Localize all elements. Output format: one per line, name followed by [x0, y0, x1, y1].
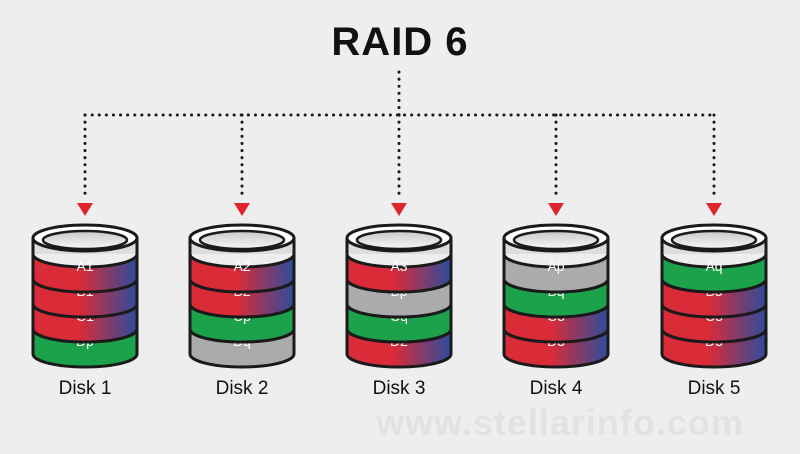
disks-group: DpC1B1A1 DqCpB2A2 D2CqBpA3 D3C3BqAp D3C3B3Aq [31, 223, 768, 369]
arrow-icon [548, 203, 564, 216]
disk-top-inner [41, 229, 129, 251]
block-label: A3 [390, 258, 407, 274]
page-title: RAID 6 [331, 20, 469, 64]
disk-top-inner [198, 229, 286, 251]
disk-block-data [188, 252, 296, 294]
block-label: Aq [705, 258, 722, 274]
watermark: www.stellarinfo.com [376, 402, 744, 443]
disk-5: D3C3B3Aq [660, 223, 768, 369]
block-label: A1 [76, 258, 93, 274]
arrow-icon [391, 203, 407, 216]
block-label: A2 [233, 258, 250, 274]
connector-lines [77, 70, 722, 216]
arrow-icon [234, 203, 250, 216]
disk-block-data [345, 252, 453, 294]
disk-block-parity-q [502, 252, 610, 294]
block-label: Ap [547, 258, 564, 274]
disk-label-5: Disk 5 [687, 378, 741, 399]
disk-label-1: Disk 1 [58, 378, 112, 399]
arrow-icon [706, 203, 722, 216]
disk-1: DpC1B1A1 [31, 223, 139, 369]
disk-label-3: Disk 3 [372, 378, 426, 399]
disk-label-4: Disk 4 [529, 378, 583, 399]
disk-label-2: Disk 2 [215, 378, 269, 399]
disk-top-inner [670, 229, 758, 251]
disk-block-data [31, 252, 139, 294]
disk-top-inner [355, 229, 443, 251]
disk-block-parity-p [660, 252, 768, 294]
disk-3: D2CqBpA3 [345, 223, 453, 369]
disk-2: DqCpB2A2 [188, 223, 296, 369]
disk-4: D3C3BqAp [502, 223, 610, 369]
arrow-icon [77, 203, 93, 216]
disk-top-inner [512, 229, 600, 251]
